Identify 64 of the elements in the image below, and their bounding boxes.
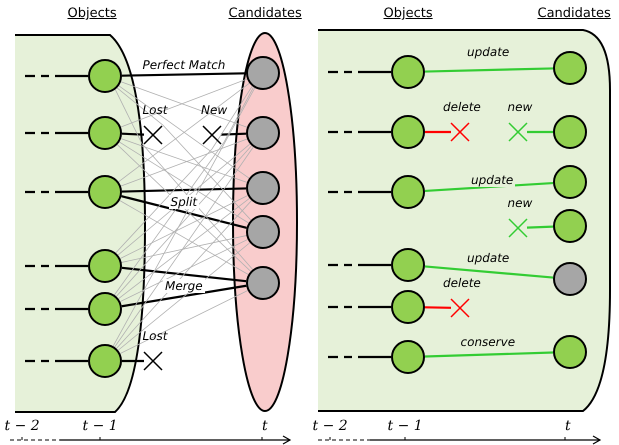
time-label: t − 1 <box>82 418 118 434</box>
edge-label: update <box>469 173 516 187</box>
track-history-line <box>25 132 88 134</box>
candidate-link-line <box>116 200 252 349</box>
association-line <box>220 132 246 136</box>
candidate-link-line <box>118 242 250 351</box>
association-line <box>424 67 554 73</box>
track-history-line <box>328 356 391 358</box>
candidate-link-line <box>120 239 248 302</box>
edge-label: update <box>465 45 512 59</box>
track-history-line <box>25 74 88 78</box>
association-line <box>122 266 246 282</box>
column-heading: Candidates <box>538 6 611 21</box>
event-label: Lost <box>142 103 169 117</box>
edge-label: Merge <box>163 279 205 293</box>
track-history-line <box>328 190 391 194</box>
track-history-line <box>328 264 391 266</box>
association-line <box>122 72 246 77</box>
column-heading: Objects <box>384 6 433 21</box>
track-history-line <box>328 306 391 308</box>
edge-label: Perfect Match <box>140 58 228 72</box>
event-label: delete <box>442 276 482 290</box>
track-history-line <box>328 70 391 74</box>
track-history-line <box>328 130 391 134</box>
track-history-line <box>25 190 88 194</box>
association-line <box>424 265 554 279</box>
association-line <box>122 360 144 362</box>
event-label: Lost <box>142 329 169 343</box>
track-history-line <box>25 360 88 362</box>
candidate-link-line <box>116 145 252 297</box>
association-line <box>122 284 246 308</box>
association-line <box>122 132 144 136</box>
candidate-link-line <box>118 198 250 300</box>
column-heading: Objects <box>68 6 117 21</box>
association-line <box>527 130 553 134</box>
event-label: new <box>506 100 534 114</box>
candidate-link-line <box>120 290 248 354</box>
candidate-link-line <box>120 195 248 259</box>
event-label: delete <box>442 100 482 114</box>
time-label: t − 2 <box>312 418 348 434</box>
edge-label: Split <box>168 195 200 209</box>
event-label: New <box>200 103 228 117</box>
candidate-link-line <box>114 146 254 348</box>
association-line <box>424 182 554 192</box>
event-label: new <box>506 196 534 210</box>
association-line <box>122 187 246 193</box>
candidate-link-line <box>119 200 249 275</box>
column-heading: Candidates <box>228 6 302 21</box>
edge-label: update <box>465 251 512 265</box>
track-history-line <box>25 264 88 268</box>
association-line <box>424 351 554 358</box>
candidate-link-line <box>112 88 256 346</box>
time-label: t <box>565 418 571 434</box>
time-label: t <box>262 418 268 434</box>
time-label: t − 2 <box>4 418 40 434</box>
track-history-line <box>25 308 88 310</box>
candidate-link-line <box>121 235 247 263</box>
association-line <box>425 130 451 134</box>
time-label: t − 1 <box>388 418 423 434</box>
candidate-link-line <box>116 88 252 220</box>
association-line <box>121 195 247 229</box>
candidate-link-line <box>119 142 249 224</box>
association-line <box>526 226 554 229</box>
association-line <box>424 306 452 309</box>
